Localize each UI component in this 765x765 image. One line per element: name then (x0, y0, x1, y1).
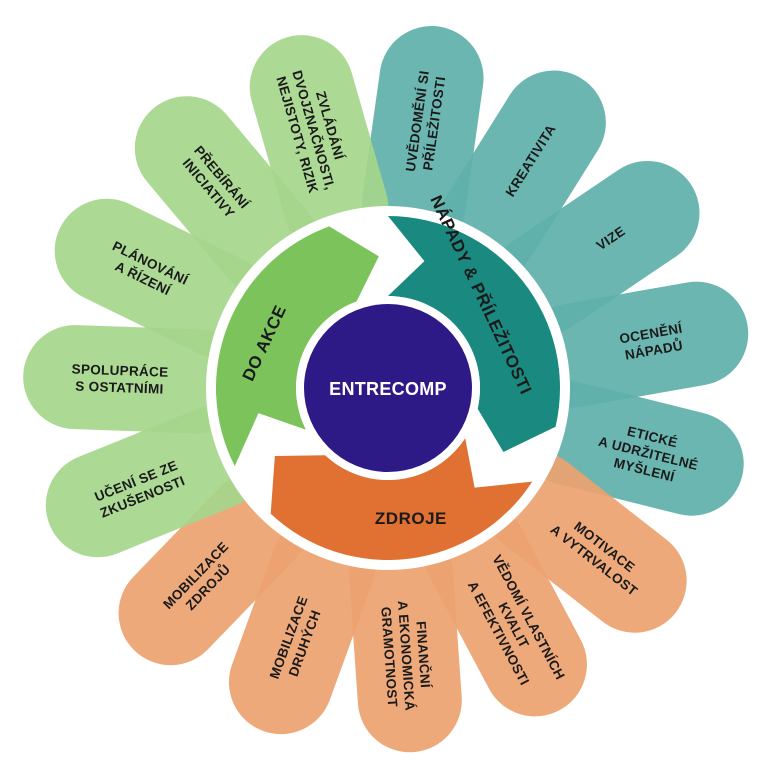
competence-label-line: GRAMOTNOST (378, 606, 400, 708)
petal-kreativita: KREATIVITA (435, 70, 606, 282)
competence-label-line: S OSTATNÍMI (75, 379, 164, 397)
petal-shape (249, 35, 389, 261)
petal-planovani-a-rizeni: PLÁNOVÁNÍA ŘÍZENÍ (54, 198, 272, 359)
petal-mobilizace-druhych: MOBILIZACEDRUHÝCH (228, 511, 377, 735)
petal-shape (54, 198, 272, 359)
petal-shape (23, 325, 254, 434)
petal-shape (520, 281, 749, 408)
petal-financni-a-ekonomicka-gramotnost: FINANČNÍA EKONOMICKÁGRAMOTNOST (349, 522, 462, 753)
area-label-resources: ZDROJE (375, 509, 447, 528)
petal-shape (423, 501, 587, 717)
petal-oceneni-napadu: OCENĚNÍNÁPADŮ (520, 281, 749, 408)
ring-segment-resources (270, 438, 533, 560)
center-core: ENTRECOMP (304, 304, 472, 472)
petal-vize: VIZE (491, 160, 700, 336)
competence-label-line: FINANČNÍ (413, 621, 433, 690)
competence-label: SPOLUPRÁCES OSTATNÍMI (71, 361, 169, 396)
petal-shape (435, 70, 606, 282)
petal-zvladani-dvojznacnosti-nejistoty-rizik: ZVLÁDÁNÍDVOJZNAČNOSTI,NEJISTOTY, RIZIK (249, 35, 389, 261)
petal-motivace-a-vytrvalost: MOTIVACEA VYTRVALOST (483, 451, 687, 633)
ring-segment-action (215, 226, 379, 467)
petal-spoluprace-s-ostatnimi: SPOLUPRÁCES OSTATNÍMI (23, 325, 254, 434)
petal-shape (483, 451, 687, 633)
petal-vedomi-vlastnich-kvalit-a-efektivnosti: VĚDOMÍ VLASTNÍCHKVALITA EFEKTIVNOSTI (423, 501, 587, 717)
petal-shape (228, 511, 377, 735)
center-circle (304, 304, 472, 472)
petal-uceni-se-ze-zkusenosti: UČENÍ SE ZEZKUŠENOSTI (45, 406, 267, 558)
petal-shape (491, 160, 700, 336)
center-label: ENTRECOMP (329, 379, 447, 399)
ring-segment-ideas (388, 216, 560, 452)
petal-shape (45, 406, 267, 558)
competence-label-line: SPOLUPRÁCE (71, 361, 168, 379)
petal-shape (349, 522, 462, 753)
